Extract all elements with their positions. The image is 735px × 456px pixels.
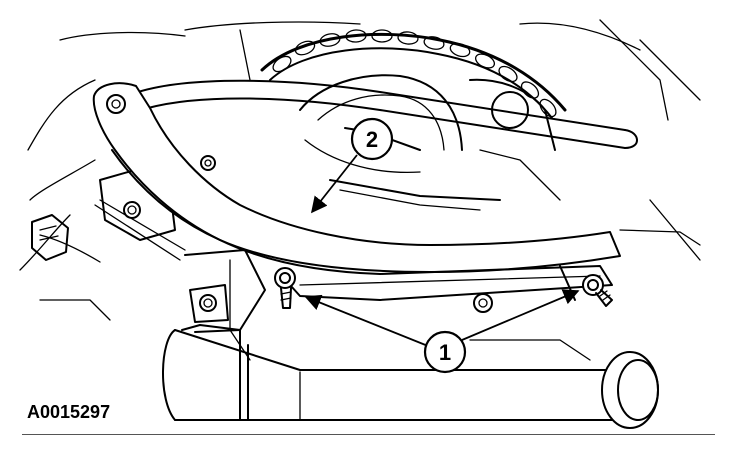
callout-2-label: 2 (366, 127, 378, 152)
engine-bracket (92, 82, 621, 301)
timing-chain (260, 29, 567, 201)
callout-1: 1 (304, 289, 580, 374)
bolt-right (582, 274, 613, 307)
engine-background (19, 19, 701, 361)
lower-pipe (162, 324, 659, 429)
mid-stud (473, 293, 493, 313)
upper-tube (137, 79, 638, 211)
figure-code: A0015297 (27, 402, 110, 422)
bottom-rule (22, 434, 715, 435)
bolt-left (274, 267, 296, 309)
callout-1-label: 1 (439, 340, 451, 365)
callout-2: 2 (310, 117, 394, 214)
